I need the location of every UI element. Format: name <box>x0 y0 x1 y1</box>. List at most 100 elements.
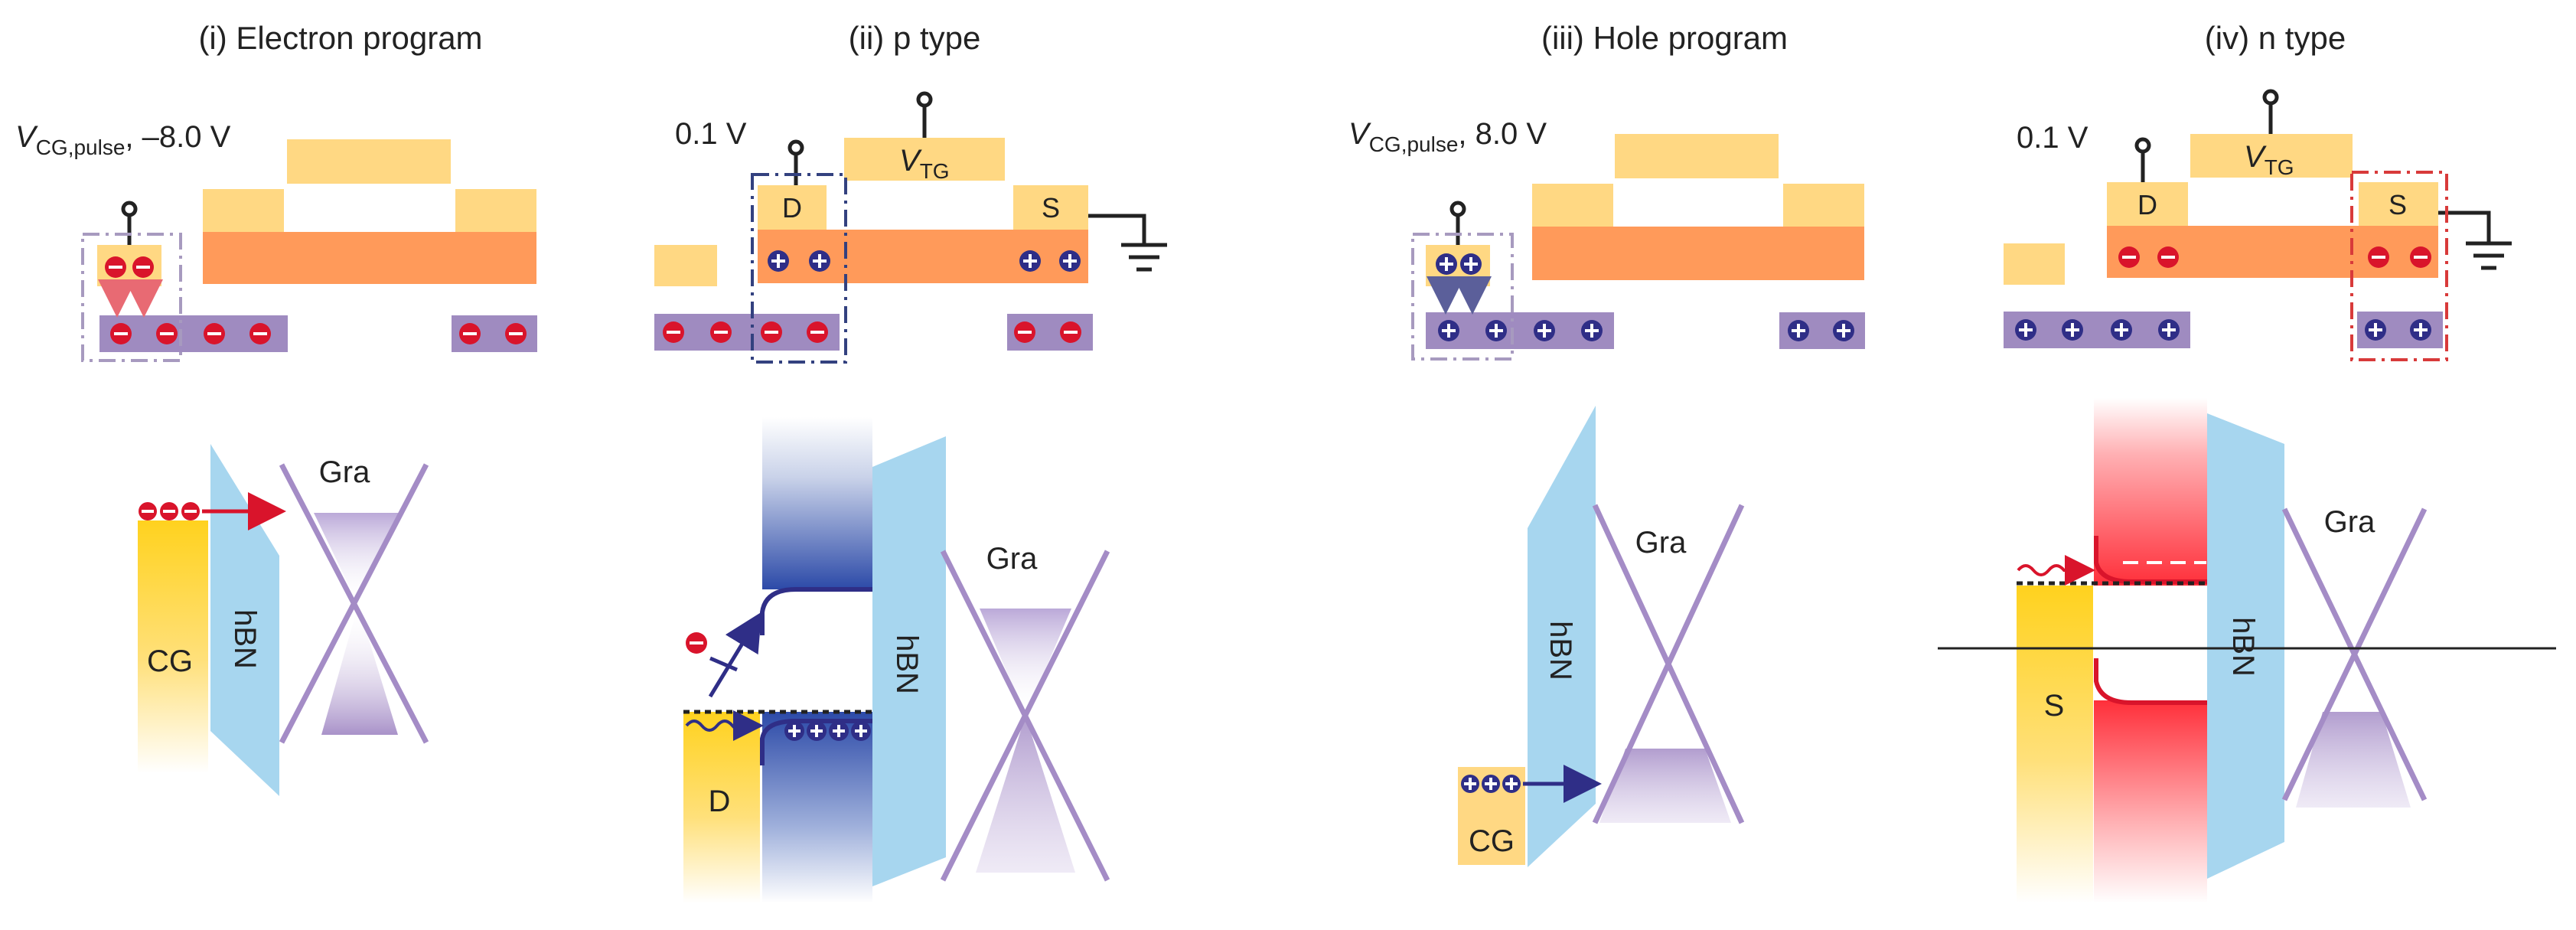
plus-charge-icon <box>768 250 789 272</box>
graphene-lower-cone <box>321 605 398 735</box>
wavy-arrow-icon <box>2017 555 2095 586</box>
source-contact <box>2359 182 2438 226</box>
minus-charge-icon <box>710 321 732 343</box>
hbn-label: hBN <box>890 635 924 694</box>
plus-charge-icon <box>829 721 849 741</box>
plus-charge-icon <box>1502 775 1521 793</box>
minus-charge-icon <box>181 502 200 520</box>
ground-icon <box>1088 214 1167 272</box>
hbn-barrier <box>872 436 946 886</box>
gate-label: CG <box>1469 824 1515 858</box>
drain-contact <box>1532 184 1613 227</box>
hbn-label: hBN <box>228 609 262 669</box>
graphene-dirac-line <box>940 550 1110 882</box>
minus-charge-icon <box>686 632 707 654</box>
wavy-arrow-icon <box>685 710 764 741</box>
top-gate-contact <box>2190 134 2353 178</box>
electrode-pin-icon <box>121 201 138 217</box>
graphene-label: Gra <box>2324 505 2375 539</box>
hbn-barrier <box>2207 413 2284 879</box>
plus-charge-icon <box>1436 253 1457 275</box>
hbn-barrier <box>210 444 279 796</box>
electrode-pin-icon <box>916 91 933 108</box>
device-stack: VTG D S <box>654 91 1167 364</box>
conduction-band-edge <box>2094 536 2207 584</box>
drain-band-label: D <box>709 785 731 818</box>
plus-charge-icon <box>1059 250 1081 272</box>
graphene-label: Gra <box>319 455 370 489</box>
panel-title: (iv) n type <box>2205 20 2346 56</box>
plus-charge-icon <box>1019 250 1041 272</box>
panel-p-type: (ii) p type 0.1 V VTG D S <box>654 20 1167 903</box>
minus-charge-icon <box>761 321 782 343</box>
plus-charge-icon <box>2158 319 2180 341</box>
minus-charge-icon <box>2157 246 2179 268</box>
minus-charge-icon <box>160 502 178 520</box>
source-label: S <box>2389 189 2407 220</box>
minus-charge-icon <box>1014 321 1035 343</box>
program-region-box <box>1411 233 1514 361</box>
plus-charge-icon <box>2062 319 2083 341</box>
channel-layer <box>203 232 536 284</box>
plus-charge-icon <box>2410 319 2431 341</box>
hbn-barrier <box>1528 406 1596 867</box>
drain-contact <box>203 189 284 232</box>
band-diagram: CG hBN Gra <box>1458 406 1745 867</box>
blocked-cross <box>709 656 738 672</box>
panel-title: (i) Electron program <box>198 20 482 56</box>
program-region-box <box>81 233 182 362</box>
band-diagram: CG hBN Gra <box>138 444 429 796</box>
graphene-dirac-line <box>279 463 429 744</box>
conduction-band-edge <box>760 587 872 635</box>
minus-charge-icon <box>505 323 527 344</box>
blocked-arrow-icon <box>708 612 762 698</box>
top-gate-contact <box>844 138 1005 181</box>
plus-charge-icon <box>851 721 871 741</box>
graphene-dirac-line <box>1592 504 1745 824</box>
source-band-label: S <box>2044 689 2065 723</box>
plus-charge-icon <box>1833 320 1854 341</box>
drain-region-box <box>751 173 847 364</box>
channel-layer <box>2107 226 2438 278</box>
electrode-pin-icon <box>1449 201 1466 217</box>
control-gate-band <box>138 520 208 773</box>
minus-charge-icon <box>110 323 132 344</box>
plus-charge-icon <box>809 250 830 272</box>
plus-charge-icon <box>1534 320 1555 341</box>
top-gate-label: VTG <box>899 144 950 183</box>
electrode-pin-icon <box>2262 89 2279 106</box>
plus-charge-icon <box>1438 320 1459 341</box>
electrode-pin-icon <box>787 139 804 156</box>
drain-contact <box>2107 182 2188 226</box>
panel-title: (iii) Hole program <box>1541 20 1788 56</box>
ground-icon <box>2438 210 2512 270</box>
conduction-band-region <box>2094 398 2207 586</box>
minus-charge-icon <box>249 323 271 344</box>
gate-label: CG <box>147 644 193 678</box>
conduction-band-region <box>762 417 872 589</box>
graphene-dirac-line <box>2281 507 2428 801</box>
voltage-label: VCG,pulse, 8.0 V <box>1348 117 1547 156</box>
control-gate <box>2004 243 2065 285</box>
graphene-lower-cone <box>2296 712 2411 808</box>
top-gate-contact <box>1615 134 1779 178</box>
plus-charge-icon <box>1788 320 1809 341</box>
minus-charge-icon <box>204 323 225 344</box>
graphene-lower-cone <box>976 716 1075 873</box>
hbn-label: hBN <box>1544 621 1577 680</box>
minus-charge-icon <box>663 321 684 343</box>
band-diagram: S hBN Gra <box>1938 398 2556 903</box>
control-gate <box>654 245 717 286</box>
device-stack <box>81 139 537 362</box>
device-stack <box>1411 134 1865 361</box>
minus-charge-icon <box>2410 246 2431 268</box>
source-contact <box>1783 184 1864 227</box>
drain-label: D <box>782 192 802 224</box>
plus-charge-icon <box>1485 320 1507 341</box>
minus-charge-icon <box>2118 246 2140 268</box>
graphene-upper-cone <box>314 513 402 605</box>
graphene-label: Gra <box>986 542 1038 576</box>
panel-title: (ii) p type <box>849 20 981 56</box>
source-contact <box>455 189 536 232</box>
